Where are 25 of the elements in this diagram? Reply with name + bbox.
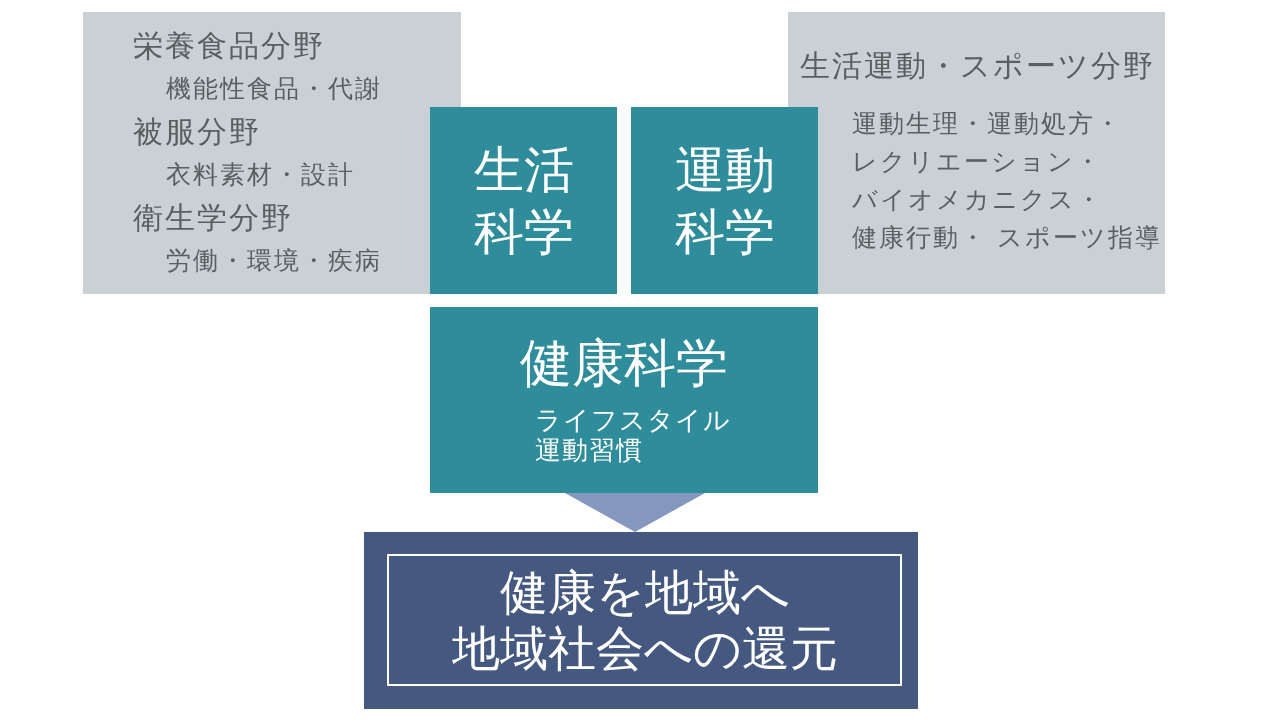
slogan-text: 地域社会への還元 [451,620,838,676]
field-heading: 生活運動・スポーツ分野 [800,47,1155,85]
topic-text: ライフスタイル [535,405,731,435]
topic-text: バイオメカニクス・ [852,184,1103,216]
topic-text: 健康行動・ スポーツ指導 [852,222,1162,254]
arrow [565,493,705,532]
field-heading: 衛生学分野 [133,199,293,237]
core-box [430,307,818,493]
outcome-panel [364,532,918,709]
topic-text: 運動生理・運動処方・ [852,108,1122,140]
discipline-title: 生活科学 [472,139,575,263]
discipline-title: 運動科学 [673,139,776,263]
slogan-text: 健康を地域へ [499,564,790,620]
topic-text: レクリエーション・ [852,146,1102,178]
topic-text: 機能性食品・代謝 [166,73,382,105]
topic-text: 労働・環境・疾病 [166,245,382,277]
topic-text: 衣料素材・設計 [166,159,355,191]
category-panel [83,12,461,294]
core-title: 健康科学 [520,332,728,394]
category-panel [788,12,1165,294]
topic-text: 運動習慣 [535,435,643,465]
field-heading: 被服分野 [133,113,261,151]
discipline-box [430,107,617,294]
discipline-box [631,107,818,294]
field-heading: 栄養食品分野 [133,27,325,65]
